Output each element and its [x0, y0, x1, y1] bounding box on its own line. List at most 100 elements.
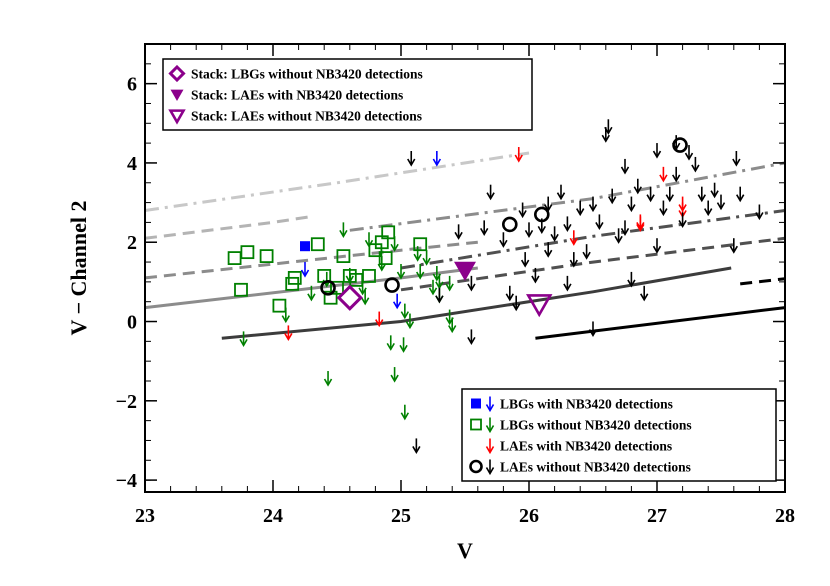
- model-line-6: [144, 240, 478, 280]
- upper-limit-arrow: [239, 331, 248, 347]
- data-point: [336, 284, 363, 311]
- legend-arrow: [485, 459, 495, 476]
- legend-box: [162, 58, 533, 131]
- upper-limit-arrow: [422, 250, 431, 266]
- data-point: [381, 225, 396, 240]
- y-tick-label: −2: [116, 391, 137, 413]
- upper-limit-arrow: [563, 216, 572, 232]
- legend-marker: [168, 64, 186, 83]
- upper-limit-arrow: [412, 438, 421, 455]
- upper-limit-arrow: [563, 275, 572, 292]
- upper-limit-arrow: [486, 184, 495, 201]
- upper-limit-arrow: [435, 287, 444, 304]
- legend-entry: LAEs without NB3420 detections: [469, 459, 691, 476]
- legend-marker: [168, 109, 186, 125]
- upper-limit-arrow: [665, 186, 674, 203]
- data-point: [240, 245, 255, 260]
- legend-label: Stack: LBGs without NB3420 detections: [191, 67, 423, 82]
- upper-limit-arrow: [386, 335, 395, 351]
- upper-limit-arrow: [550, 226, 559, 242]
- data-point: [384, 277, 400, 293]
- y-tick-label: −4: [116, 470, 137, 492]
- upper-limit-arrow: [556, 184, 566, 201]
- model-line-8: [144, 215, 312, 240]
- data-point: [362, 269, 376, 283]
- model-line-3: [221, 266, 732, 340]
- upper-limit-arrow: [691, 156, 700, 173]
- legend-marker: [470, 418, 482, 431]
- upper-limit-arrow: [710, 182, 719, 199]
- legend-entry: Stack: LBGs without NB3420 detections: [168, 64, 423, 83]
- upper-limit-arrow: [284, 325, 293, 342]
- data-point: [378, 251, 393, 265]
- upper-limit-arrow: [432, 150, 442, 167]
- upper-limit-arrow: [375, 311, 384, 328]
- legend-label: Stack: LAEs with NB3420 detections: [191, 88, 403, 103]
- upper-limit-arrow: [659, 166, 668, 183]
- data-point: [672, 137, 688, 153]
- legend-label: LAEs without NB3420 detections: [500, 460, 691, 475]
- upper-limit-arrow: [399, 337, 408, 353]
- upper-limit-arrow: [499, 232, 508, 248]
- legend-entry: Stack: LAEs without NB3420 detections: [168, 109, 422, 125]
- y-tick-label: 4: [127, 153, 137, 175]
- upper-limit-arrow: [716, 194, 726, 211]
- upper-limit-arrow: [604, 119, 613, 135]
- plot-frame: [144, 43, 786, 493]
- legend-arrow: [485, 396, 495, 413]
- upper-limit-arrow: [672, 166, 681, 183]
- legend-entry: LBGs with NB3420 detections: [471, 396, 673, 413]
- upper-limit-arrow: [323, 371, 333, 387]
- upper-limit-arrow: [531, 267, 540, 284]
- y-tick-label: 2: [127, 232, 137, 254]
- x-tick-label: 25: [391, 505, 411, 527]
- legend-marker: [469, 459, 483, 474]
- upper-limit-arrow: [652, 143, 662, 159]
- upper-limit-arrow: [646, 186, 655, 203]
- model-line-7: [400, 209, 786, 270]
- upper-limit-arrow: [518, 202, 527, 219]
- y-tick-label: 6: [127, 74, 137, 96]
- data-point: [272, 298, 287, 313]
- model-line-2: [740, 277, 786, 286]
- upper-limit-arrow: [684, 145, 694, 161]
- x-tick-label: 27: [647, 505, 667, 527]
- upper-limit-arrow: [505, 285, 514, 302]
- upper-limit-arrow: [377, 256, 386, 272]
- upper-limit-arrow: [448, 317, 457, 334]
- legend-arrow: [485, 438, 495, 455]
- upper-limit-arrow: [524, 222, 534, 238]
- data-point: [413, 237, 428, 252]
- upper-limit-arrow: [544, 242, 553, 258]
- upper-limit-arrow: [300, 262, 310, 278]
- upper-limit-arrow: [400, 404, 410, 421]
- series-5: [336, 284, 363, 311]
- x-tick-label: 28: [775, 505, 795, 527]
- model-line-10: [144, 151, 530, 212]
- upper-limit-arrow: [678, 212, 687, 229]
- upper-limit-arrow: [407, 150, 416, 167]
- model-line-1: [535, 306, 786, 340]
- upper-limit-arrow: [588, 196, 598, 213]
- upper-limit-arrow: [512, 295, 521, 312]
- upper-limit-arrow: [608, 188, 617, 205]
- series-2: [227, 222, 457, 421]
- upper-limit-arrow: [428, 279, 438, 296]
- upper-limit-arrow: [659, 200, 668, 217]
- data-point: [234, 282, 248, 297]
- upper-limit-arrow: [633, 178, 642, 195]
- series-4: [320, 119, 764, 455]
- data-marks: [227, 119, 764, 455]
- upper-limit-arrow: [392, 293, 402, 310]
- upper-limit-arrow: [390, 367, 399, 383]
- upper-limit-arrow: [595, 214, 604, 231]
- upper-limit-arrow: [729, 238, 738, 254]
- upper-limit-arrow: [652, 238, 662, 254]
- data-point: [454, 261, 476, 281]
- upper-limit-arrow: [582, 244, 591, 260]
- upper-limit-arrow: [454, 224, 463, 240]
- legend-label: LBGs with NB3420 detections: [500, 397, 673, 412]
- upper-limit-arrow: [405, 313, 415, 330]
